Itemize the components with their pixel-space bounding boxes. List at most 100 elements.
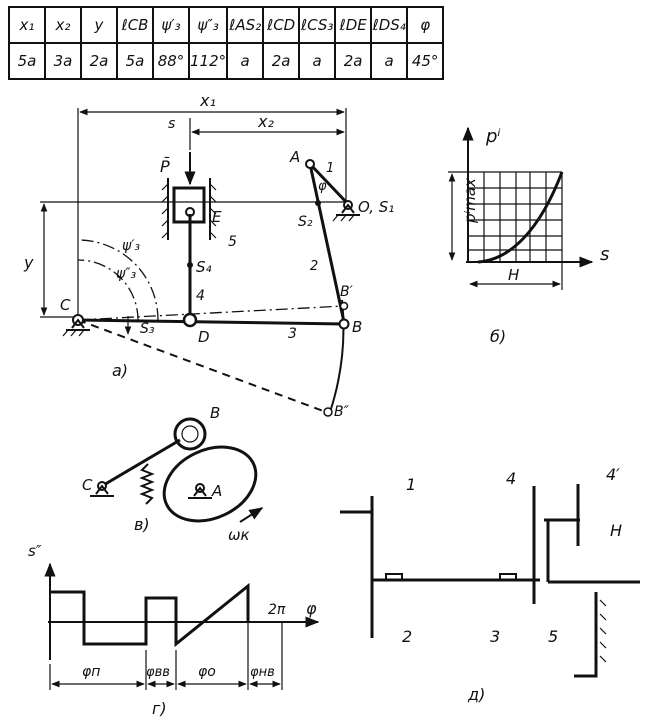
label-b-cam: B — [210, 404, 220, 422]
value-cell: a — [370, 42, 409, 80]
caption-g: г) — [152, 699, 167, 718]
gear-label-2: 2 — [402, 627, 412, 646]
header-cell: ℓDS₄ — [370, 6, 409, 44]
force-y-label: pⁱ — [485, 126, 501, 147]
label-psi1: ψ′₃ — [122, 238, 140, 254]
value-cell: a — [226, 42, 265, 80]
label-5: 5 — [228, 234, 237, 250]
s-axis-label: s — [168, 116, 175, 132]
header-cell: x₂ — [44, 6, 82, 44]
label-phi: φ — [318, 179, 327, 194]
header-cell: ℓDE — [334, 6, 373, 44]
b-trajectory-arc — [329, 299, 345, 413]
spring — [139, 463, 155, 505]
joint-a — [305, 159, 315, 169]
force-x-label: s — [600, 244, 609, 265]
header-cell: ψ′₃ — [152, 6, 190, 44]
force-p-label: P̄ — [160, 157, 170, 176]
force-curve — [477, 171, 564, 264]
label-1: 1 — [326, 161, 334, 176]
phase-3: φо — [198, 664, 216, 680]
gear-label-3: 3 — [490, 627, 500, 646]
crank-1 — [308, 162, 350, 206]
period-label: 2π — [268, 602, 286, 618]
x2-label: x₂ — [257, 112, 274, 131]
value-cell: 2a — [80, 42, 118, 80]
gear-label-4prime: 4′ — [606, 465, 620, 484]
label-c: C — [60, 296, 71, 314]
cam-mechanism: B C A ωк в) — [82, 404, 264, 544]
header-cell: x₁ — [8, 6, 46, 44]
value-cell: 45° — [406, 42, 445, 80]
label-psi2: ψ″₃ — [116, 266, 136, 282]
accel-x-label: φ — [306, 599, 317, 618]
value-cell: 2a — [262, 42, 301, 80]
table-header-row: x₁ x₂ y ℓCB ψ′₃ ψ″₃ ℓAS₂ ℓCD ℓCS₃ ℓDE ℓD… — [8, 6, 445, 44]
label-b: B — [352, 318, 362, 336]
value-cell: 112° — [187, 42, 229, 80]
planetary-gear-train: 1 2 3 4 4′ H 5 д) — [340, 465, 640, 704]
gear-label-4: 4 — [506, 469, 516, 488]
value-cell: 88° — [152, 42, 190, 80]
psi-double-arc — [77, 259, 139, 321]
label-2: 2 — [310, 259, 318, 274]
ring-gear-5 — [574, 592, 598, 678]
label-c-cam: C — [82, 476, 93, 494]
label-s3: S₃ — [140, 321, 155, 337]
label-b1: B′ — [340, 284, 354, 300]
header-cell: y — [80, 6, 118, 44]
header-cell: ψ″₃ — [187, 6, 229, 44]
pmax-label: pⁱmax — [461, 178, 479, 224]
label-3: 3 — [288, 326, 297, 342]
acceleration-diagram: s″ 2π φ φп φвв φо φнв г) — [28, 542, 320, 718]
caption-d: д) — [467, 685, 485, 704]
header-cell: ℓCS₃ — [298, 6, 337, 44]
psi-prime-arc — [77, 239, 159, 321]
rocker-cb — [101, 438, 181, 488]
value-cell: 5a — [116, 42, 154, 80]
phase-1: φп — [82, 664, 100, 680]
value-cell: 3a — [44, 42, 82, 80]
value-cell: a — [298, 42, 337, 80]
link-2 — [308, 163, 346, 323]
value-cell: 2a — [334, 42, 373, 80]
label-d: D — [198, 328, 210, 346]
gear-label-h: H — [610, 521, 622, 540]
label-b2: B″ — [334, 404, 350, 420]
joint-b — [338, 318, 350, 330]
accel-curve — [50, 582, 250, 648]
label-4: 4 — [196, 288, 205, 304]
joint-d — [182, 312, 198, 328]
caption-v: в) — [134, 515, 150, 534]
accel-y-label: s″ — [28, 542, 42, 560]
gear-label-5: 5 — [548, 627, 558, 646]
header-cell: ℓAS₂ — [226, 6, 265, 44]
gear-label-1: 1 — [406, 475, 416, 494]
link-3 — [77, 318, 345, 326]
label-s4: S₄ — [196, 258, 212, 276]
y-label: y — [23, 253, 34, 272]
linkage-mechanism: x₁ x₂ s y P̄ E 5 S₄ 4 ψ′₃ ψ″₃ — [23, 91, 394, 420]
x1-label: x₁ — [199, 91, 216, 110]
label-s2: S₂ — [298, 214, 313, 230]
omega-label: ωк — [228, 526, 250, 544]
value-cell: 5a — [8, 42, 46, 80]
parameters-table: x₁ x₂ y ℓCB ψ′₃ ψ″₃ ℓAS₂ ℓCD ℓCS₃ ℓDE ℓD… — [8, 6, 445, 80]
label-o: O, S₁ — [358, 198, 394, 216]
omega-arrow — [239, 507, 264, 523]
phase-2: φвв — [146, 665, 170, 680]
header-cell: φ — [406, 6, 445, 44]
header-cell: ℓCD — [262, 6, 301, 44]
table-value-row: 5a 3a 2a 5a 88° 112° a 2a a 2a a 45° — [8, 42, 445, 80]
caption-b: б) — [490, 327, 506, 346]
label-a: A — [289, 148, 300, 166]
label-a-cam: A — [211, 482, 222, 500]
cam-profile — [162, 445, 258, 523]
caption-a: а) — [112, 361, 128, 380]
force-diagram: pⁱ pⁱmax s H б) — [448, 126, 609, 346]
position-b2-line — [77, 319, 327, 413]
label-e: E — [212, 208, 222, 226]
roller-b — [173, 417, 207, 451]
header-cell: ℓCB — [116, 6, 154, 44]
